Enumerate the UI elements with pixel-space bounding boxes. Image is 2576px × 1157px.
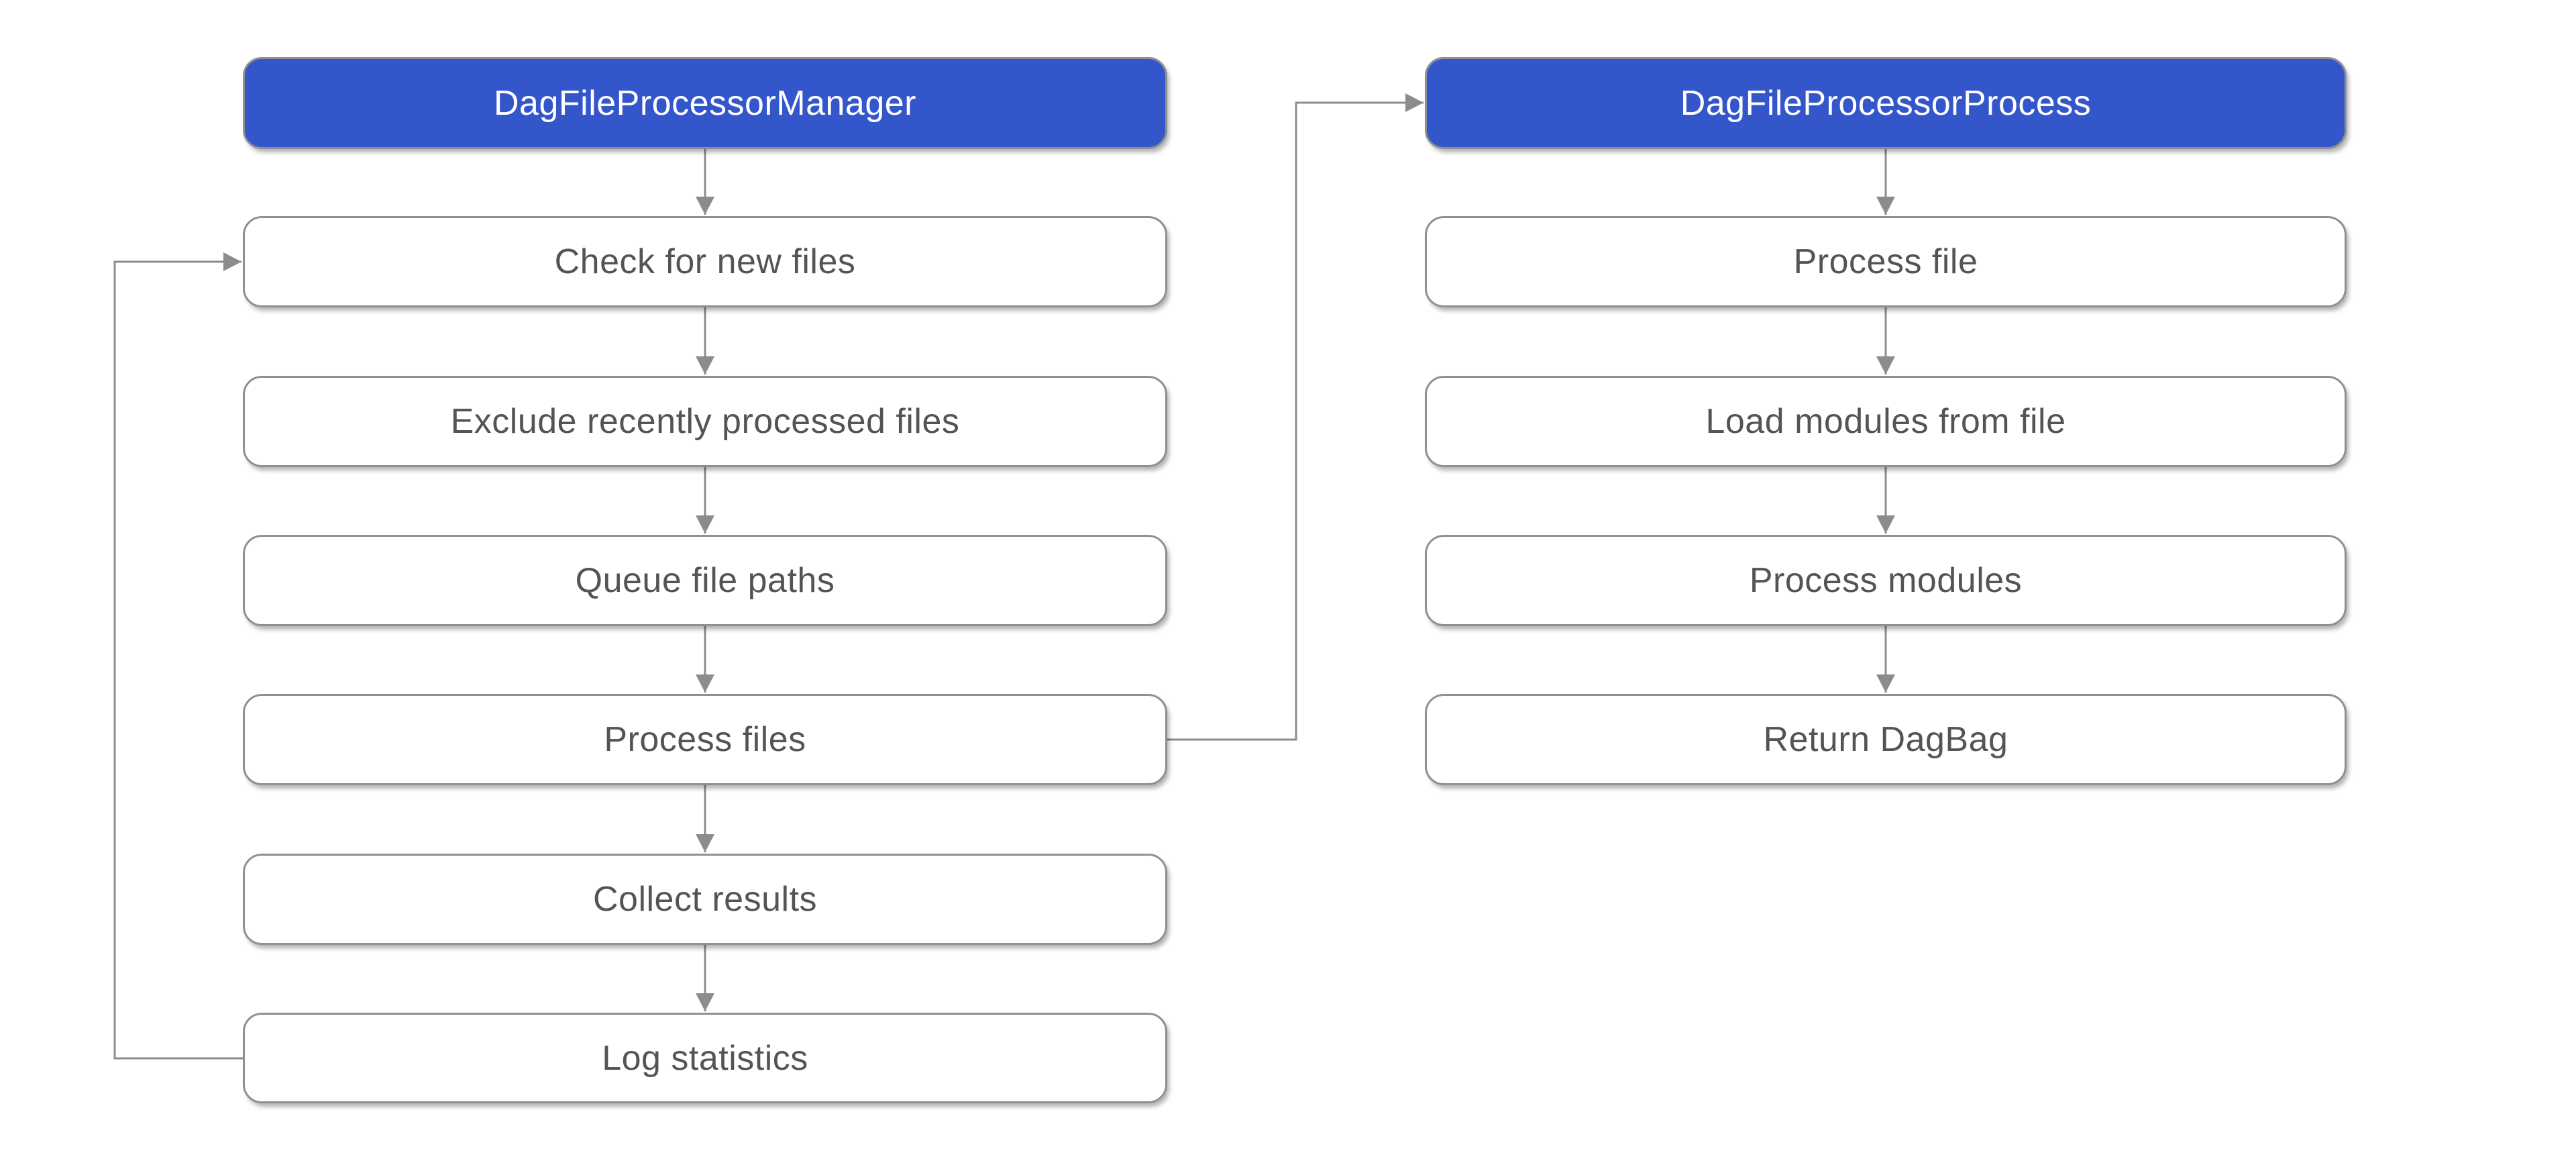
node-queue-file-paths: Queue file paths — [243, 535, 1167, 626]
node-log-statistics: Log statistics — [243, 1013, 1167, 1103]
node-process-files: Process files — [243, 694, 1167, 785]
node-check-for-new-files: Check for new files — [243, 216, 1167, 307]
node-dagfileprocessorprocess: DagFileProcessorProcess — [1425, 57, 2347, 149]
node-exclude-recently-processed-files: Exclude recently processed files — [243, 376, 1167, 467]
node-process-file: Process file — [1425, 216, 2347, 307]
node-load-modules-from-file: Load modules from file — [1425, 376, 2347, 467]
node-return-dagbag: Return DagBag — [1425, 694, 2347, 785]
node-process-modules: Process modules — [1425, 535, 2347, 626]
node-collect-results: Collect results — [243, 854, 1167, 945]
node-dagfileprocessormanager: DagFileProcessorManager — [243, 57, 1167, 149]
edge-logstatistics-loopback-check — [113, 252, 243, 1060]
edge-processfiles-to-dagfileprocessorprocess — [1167, 93, 1424, 741]
